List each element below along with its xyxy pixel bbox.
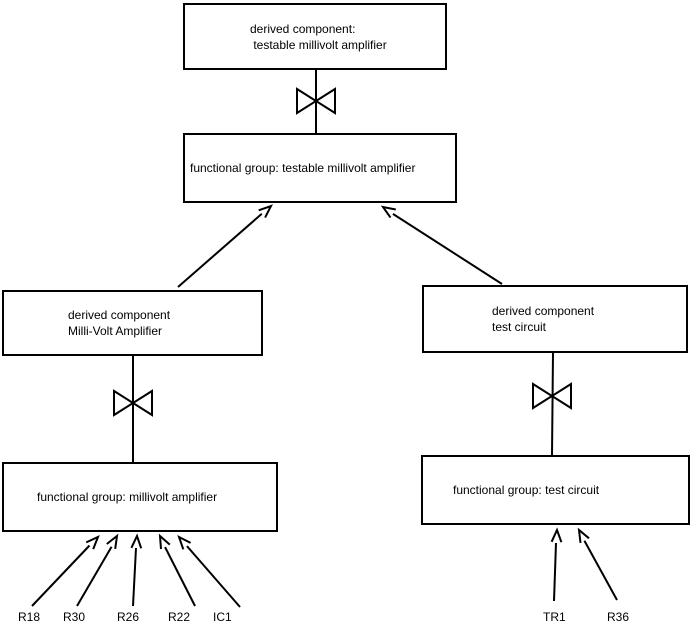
leaf-label-r26: R26 <box>117 610 140 624</box>
arrow-r18-to-left-functional <box>31 535 100 607</box>
arrow-r26-to-left-functional <box>130 533 143 607</box>
leaf-label-ic1: IC1 <box>213 610 232 624</box>
connector-top-decomposition <box>296 70 336 133</box>
node-label-line: derived component: <box>250 21 356 36</box>
arrow-ic1-to-left-functional <box>177 534 241 608</box>
leaf-label-r22: R22 <box>168 610 191 624</box>
open-arrowhead-icon <box>577 527 590 544</box>
connector-right-decomposition <box>532 352 572 456</box>
node-label-line: functional group: millivolt amplifier <box>37 490 218 504</box>
arrow-r22-to-left-functional <box>158 533 196 607</box>
open-arrowhead-icon <box>258 204 274 219</box>
connector-line <box>551 352 554 456</box>
leaf-label-tr1: TR1 <box>543 610 566 624</box>
arrow-r36-to-right-functional <box>577 527 618 601</box>
arrow-r30-to-left-functional <box>76 533 119 607</box>
connector-left-decomposition <box>113 356 153 462</box>
node-label-line: functional group: test circuit <box>453 483 600 497</box>
node-functional-group-test-circuit: functional group: test circuit <box>421 455 690 525</box>
leaf-label-r30: R30 <box>63 610 86 624</box>
open-arrowhead-icon <box>550 527 563 543</box>
node-label-line: derived component <box>68 308 171 322</box>
open-arrowhead-icon <box>177 534 192 550</box>
open-arrowhead-icon <box>130 533 143 549</box>
arrow-right-derived-to-top-functional <box>380 205 503 285</box>
bowtie-icon <box>296 87 336 115</box>
node-label-line: test circuit <box>492 320 547 334</box>
open-arrowhead-icon <box>158 533 171 550</box>
node-label-line: testable millivolt amplifier <box>250 37 387 52</box>
node-functional-group-testable-millivolt-amplifier: functional group: testable millivolt amp… <box>183 133 457 203</box>
node-derived-testable-millivolt-amplifier: derived component: testable millivolt am… <box>183 3 447 70</box>
arrow-tr1-to-right-functional <box>550 527 563 602</box>
arrow-left-derived-to-top-functional <box>177 204 274 288</box>
node-label-line: functional group: testable millivolt amp… <box>190 161 416 175</box>
bowtie-icon <box>532 382 572 410</box>
bowtie-icon <box>113 389 153 417</box>
node-derived-test-circuit: derived component test circuit <box>422 285 688 353</box>
leaf-label-r18: R18 <box>18 610 41 624</box>
node-label-line: Milli-Volt Amplifier <box>68 324 163 338</box>
open-arrowhead-icon <box>106 533 119 550</box>
leaf-label-r36: R36 <box>607 610 630 624</box>
node-label-line: derived component <box>492 304 595 318</box>
node-derived-milli-volt-amplifier: derived component Milli-Volt Amplifier <box>2 290 263 356</box>
open-arrowhead-icon <box>380 205 396 219</box>
open-arrowhead-icon <box>85 535 100 550</box>
node-functional-group-millivolt-amplifier: functional group: millivolt amplifier <box>2 462 278 532</box>
